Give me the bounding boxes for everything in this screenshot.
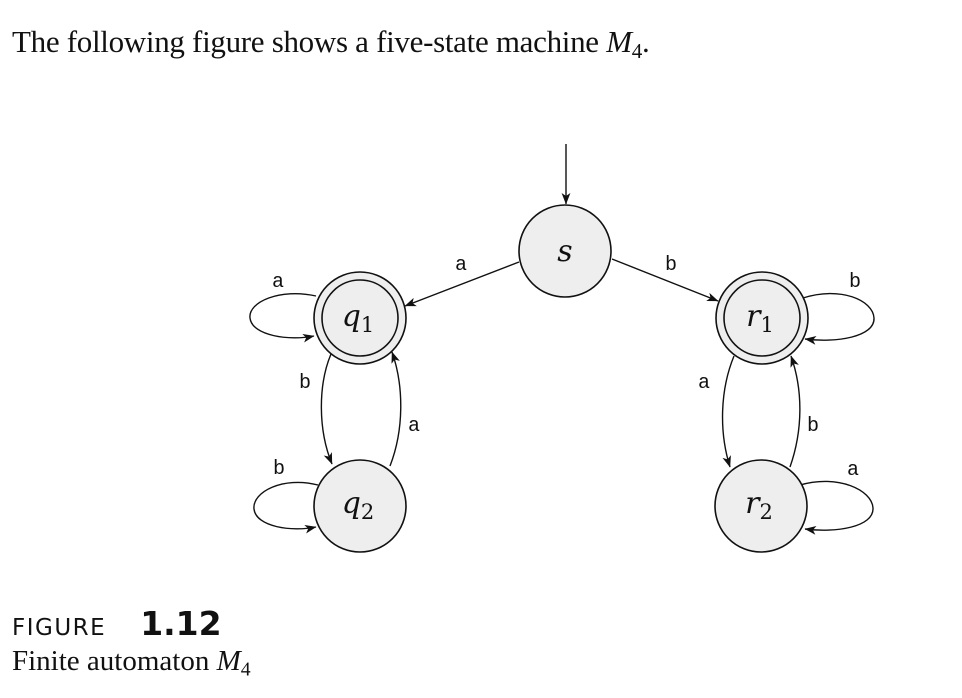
state-q2-label: q2 <box>342 486 375 524</box>
state-q1: q1 <box>313 271 407 365</box>
edge-r2-self-loop <box>799 480 874 535</box>
state-r2-label: r2 <box>745 486 773 524</box>
edge-label-r2-to-r1: b <box>807 415 819 438</box>
machine-name: M4 <box>606 24 642 63</box>
edge-label-r1-to-r2: a <box>698 372 710 395</box>
edge-label-r1-self-loop: b <box>849 271 861 294</box>
figure-caption: Finite automaton M4 <box>12 645 251 682</box>
edge-label-r2-self-loop: a <box>847 459 859 482</box>
figure-number: FIGURE 1.12 <box>12 604 222 643</box>
edge-r1-to-r2 <box>721 355 735 468</box>
edge-r2-to-r1 <box>789 355 801 468</box>
edge-s-to-q1 <box>404 261 520 307</box>
edge-q1-to-q2 <box>320 353 333 465</box>
figure-word: FIGURE <box>12 615 107 641</box>
edge-s-to-r1 <box>611 258 719 302</box>
intro-text: The following figure shows a five-state … <box>12 24 607 59</box>
edge-label-s-to-q1: a <box>455 254 467 277</box>
edge-label-q2-self-loop: b <box>273 458 285 481</box>
edge-q2-to-q1 <box>389 351 402 467</box>
edge-q2-self-loop <box>253 481 319 534</box>
intro-sentence: The following figure shows a five-state … <box>12 24 650 64</box>
edge-label-q2-to-q1: a <box>408 415 420 438</box>
caption-text: Finite automaton <box>12 645 217 677</box>
edge-label-q1-to-q2: b <box>299 372 311 395</box>
state-q2: q2 <box>313 459 407 553</box>
edge-r1-self-loop <box>802 292 875 345</box>
state-q1-label: q1 <box>342 299 375 337</box>
edge-label-s-to-r1: b <box>665 254 677 277</box>
state-s-label: s <box>557 234 572 269</box>
state-s: s <box>518 204 612 298</box>
caption-machine-name: M4 <box>216 645 251 681</box>
state-r1: r1 <box>715 271 809 365</box>
edge-q1-self-loop <box>249 292 317 343</box>
intro-period: . <box>642 24 650 59</box>
state-r1-label: r1 <box>746 299 774 337</box>
state-r2: r2 <box>714 459 808 553</box>
figure-index: 1.12 <box>140 604 222 643</box>
edge-label-q1-self-loop: a <box>272 271 284 294</box>
